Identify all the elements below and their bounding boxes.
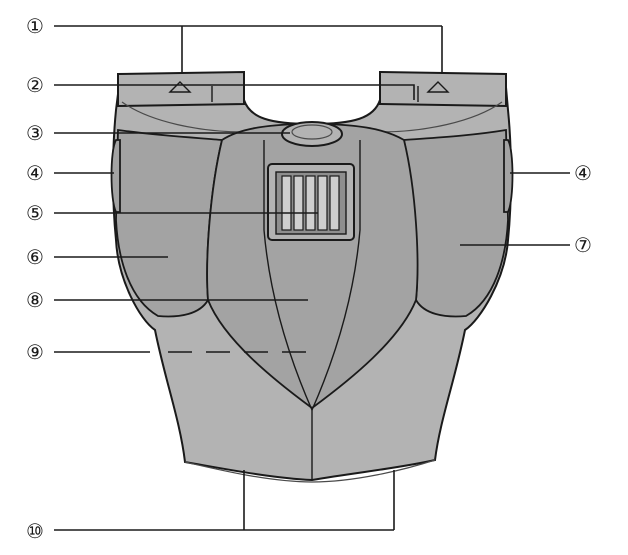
top-button-rim bbox=[291, 124, 333, 140]
right-eyepiece-curve bbox=[379, 101, 503, 133]
callout-9: ⑨ bbox=[26, 340, 44, 364]
right-grip-panel bbox=[402, 128, 509, 318]
left-grip-panel bbox=[115, 128, 224, 318]
callout-5: ⑤ bbox=[26, 201, 44, 225]
left-eyepiece bbox=[117, 70, 245, 108]
left-eyepiece-curve bbox=[121, 101, 245, 133]
left-eyepiece-mark bbox=[168, 81, 192, 93]
right-eyepiece bbox=[379, 70, 507, 108]
callout-3: ③ bbox=[26, 121, 44, 145]
callout-8: ⑧ bbox=[26, 288, 44, 312]
focus-wheel-ridges bbox=[281, 175, 340, 231]
callout-2: ② bbox=[26, 73, 44, 97]
leader-2 bbox=[54, 84, 415, 100]
right-eyepiece-mark bbox=[426, 81, 450, 93]
left-strap-lug bbox=[110, 139, 121, 213]
leader-1 bbox=[54, 25, 443, 74]
callout-6: ⑥ bbox=[26, 245, 44, 269]
callout-10: ⑩ bbox=[26, 519, 44, 543]
bottom-curve bbox=[184, 459, 436, 483]
leader-10 bbox=[54, 470, 395, 531]
callout-4-left: ④ bbox=[26, 161, 44, 185]
callout-4-right: ④ bbox=[574, 161, 592, 185]
right-strap-lug bbox=[503, 139, 514, 213]
callout-1: ① bbox=[26, 14, 44, 38]
callout-7: ⑦ bbox=[574, 233, 592, 257]
